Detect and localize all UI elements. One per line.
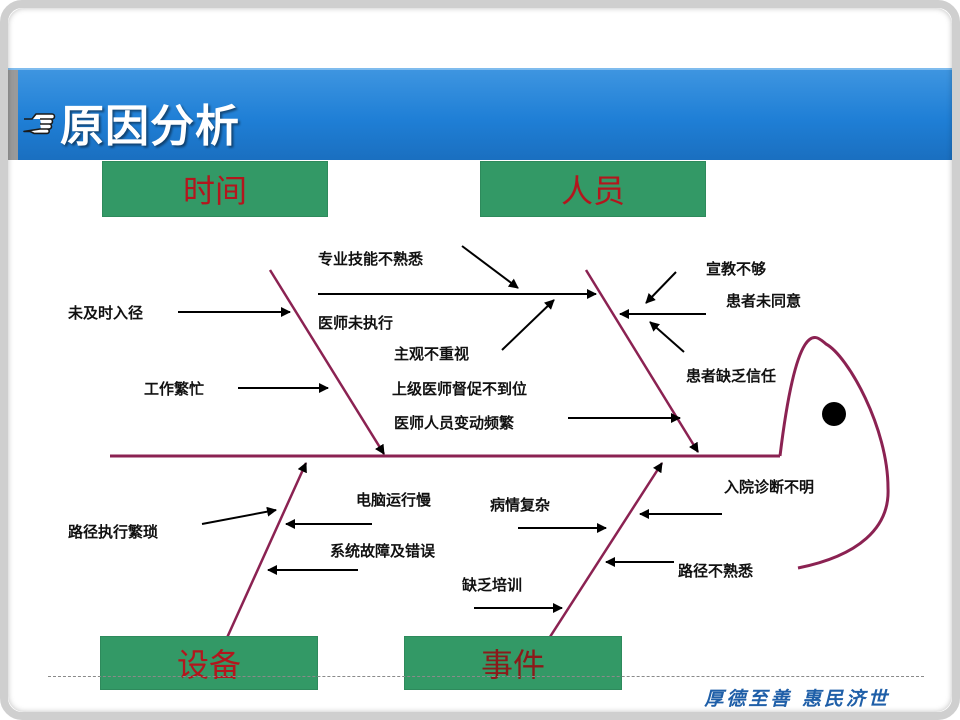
cause-label: 上级医师督促不到位 (392, 380, 528, 398)
arrow-cause-zhuguan (501, 299, 555, 351)
title-bar-tab (8, 70, 18, 160)
fishbone-diagram (110, 245, 890, 641)
category-equipment: 设备 (100, 636, 318, 690)
cause-label: 专业技能不熟悉 (318, 250, 424, 268)
arrow-cause-fansuo (201, 506, 277, 525)
cause-label: 未及时入径 (68, 304, 144, 322)
cause-label: 医师未执行 (318, 314, 394, 332)
bone-people (584, 269, 700, 453)
cause-label: 电脑运行慢 (356, 491, 432, 509)
title-group: 原因分析 (22, 92, 240, 152)
footer-slogan: 厚德至善 惠民济世 (704, 688, 890, 710)
bone-events (546, 462, 664, 641)
bone-equipment (224, 462, 308, 641)
cause-label: 主观不重视 (394, 345, 470, 363)
footer-divider (48, 676, 924, 677)
cause-label: 患者未同意 (726, 292, 802, 310)
cause-label: 路径执行繁琐 (68, 523, 159, 541)
fish-eye (822, 402, 846, 426)
cause-label: 医师人员变动频繁 (394, 414, 515, 432)
slide-title: 原因分析 (60, 101, 240, 152)
category-time: 时间 (102, 161, 328, 217)
cause-label: 缺乏培训 (462, 576, 523, 594)
category-events: 事件 (404, 636, 622, 690)
cause-label: 入院诊断不明 (724, 478, 815, 496)
bone-time (268, 269, 386, 455)
cause-label: 患者缺乏信任 (686, 367, 777, 385)
cause-label: 工作繁忙 (144, 380, 205, 398)
cause-label: 病情复杂 (490, 496, 551, 514)
pointing-hand-icon (23, 113, 56, 135)
cause-label: 宣教不够 (706, 260, 767, 278)
arrow-cause-xuanjiao (645, 271, 677, 304)
fish-head (778, 336, 890, 570)
cause-label: 路径不熟悉 (678, 562, 754, 580)
arrow-cause-xinren (649, 321, 685, 353)
title-bar (8, 68, 952, 160)
arrow-cause-jineng (461, 245, 519, 289)
category-people: 人员 (480, 161, 706, 217)
cause-label: 系统故障及错误 (330, 542, 436, 560)
